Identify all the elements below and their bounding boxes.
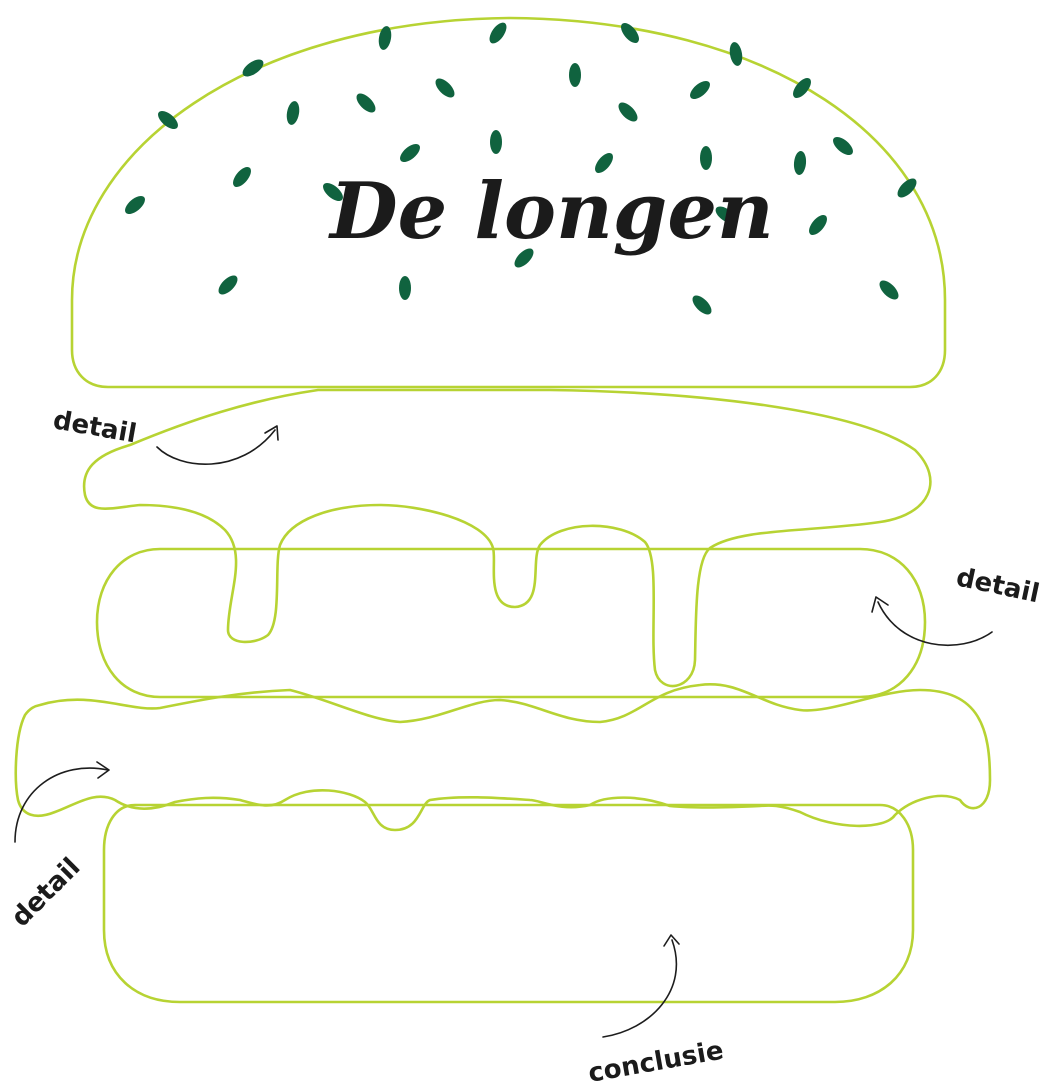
label-detail-right: detail: [954, 563, 1042, 610]
title: De longen: [328, 166, 774, 257]
sesame-seed: [399, 276, 411, 300]
sesame-seed: [615, 99, 640, 124]
lettuce: [16, 684, 990, 830]
label-detail-top: detail: [51, 405, 139, 449]
sesame-seed: [830, 134, 856, 159]
sesame-seed: [687, 78, 713, 103]
sesame-seed: [689, 292, 714, 317]
sesame-seed: [486, 20, 510, 47]
sesame-seed: [240, 56, 267, 80]
sesame-seed: [397, 141, 423, 166]
sesame-seed: [793, 151, 807, 176]
sesame-seed: [122, 193, 148, 218]
patty: [97, 549, 925, 697]
sesame-seed: [569, 63, 581, 87]
sesame-seed: [490, 130, 502, 154]
sesame-seed: [806, 212, 831, 238]
arrow-detail-right: [878, 602, 992, 645]
cheese: [84, 390, 930, 686]
sesame-seed: [432, 75, 457, 100]
sesame-seed: [790, 75, 815, 101]
arrow-detail-left: [15, 768, 108, 842]
bottom-bun: [104, 805, 913, 1002]
sesame-seed: [353, 90, 378, 115]
arrow-detail-top: [157, 430, 275, 464]
sesame-seed: [728, 41, 744, 67]
sesame-seed: [215, 272, 240, 297]
arrowhead-detail-top: [265, 426, 278, 440]
sesame-seed: [618, 20, 643, 46]
label-detail-left: detail: [6, 852, 87, 933]
sesame-seed: [230, 164, 255, 190]
sesame-seed: [876, 277, 901, 302]
sesame-seed: [285, 100, 301, 126]
arrow-conclusion: [603, 940, 676, 1037]
label-conclusion: conclusie: [586, 1036, 726, 1089]
